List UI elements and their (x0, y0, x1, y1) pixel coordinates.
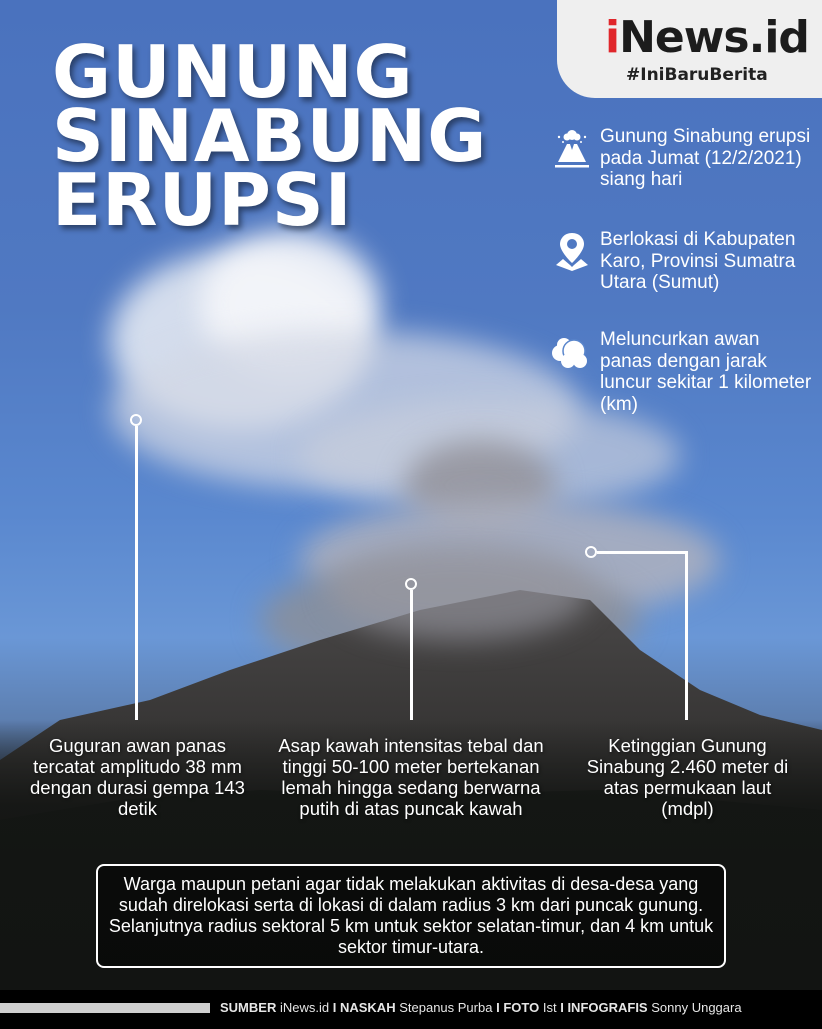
credit-value-writer: Stepanus Purba (399, 1000, 493, 1015)
footer-bar-decoration (0, 1003, 210, 1013)
fact-item-date: Gunung Sinabung erupsi pada Jumat (12/2/… (550, 126, 815, 191)
credit-value-photo: Ist (542, 1000, 557, 1015)
credits-line: SUMBER iNews.id I NASKAH Stepanus Purba … (220, 1000, 742, 1015)
fact-item-location: Berlokasi di Kabupaten Karo, Provinsi Su… (550, 229, 815, 294)
credit-separator: I (560, 1000, 564, 1015)
fact-text: Gunung Sinabung erupsi pada Jumat (12/2/… (600, 126, 811, 190)
fact-item-hot-cloud: Meluncurkan awan panas dengan jarak lunc… (550, 329, 815, 415)
credit-value-source: iNews.id (279, 1000, 330, 1015)
warning-notice-box: Warga maupun petani agar tidak melakukan… (96, 864, 726, 968)
callout-crater-smoke: Asap kawah intensitas tebal dan tinggi 5… (278, 735, 544, 819)
credit-separator: I (332, 1000, 337, 1015)
brand-card (557, 0, 822, 98)
title-line-2: SINABUNG (52, 94, 488, 178)
title-line-3: ERUPSI (52, 158, 353, 242)
warning-notice-text: Warga maupun petani agar tidak melakukan… (108, 874, 714, 957)
title-line-1: GUNUNG (52, 30, 414, 114)
brand-logo: iNews.id (605, 12, 810, 63)
credit-label-graphics: INFOGRAFIS (567, 1000, 648, 1015)
credit-label-writer: NASKAH (339, 1000, 396, 1015)
logo-name: News.id (619, 12, 810, 63)
volcano-icon (555, 130, 589, 168)
location-pin-icon (556, 233, 588, 271)
fact-text: Meluncurkan awan panas dengan jarak lunc… (600, 329, 812, 415)
cloud-icon (552, 338, 587, 368)
brand-tagline: #IniBaruBerita (626, 65, 768, 85)
page-title: GUNUNG SINABUNG ERUPSI (52, 30, 488, 242)
callout-avalanche: Guguran awan panas tercatat amplitudo 38… (30, 735, 245, 819)
fact-text: Berlokasi di Kabupaten Karo, Provinsi Su… (600, 229, 796, 293)
callout-elevation: Ketinggian Gunung Sinabung 2.460 meter d… (586, 735, 789, 819)
logo-i: i (605, 12, 620, 63)
credit-value-graphics: Sonny Unggara (651, 1000, 742, 1015)
credit-label-photo: FOTO (503, 1000, 540, 1015)
credit-separator: I (496, 1000, 500, 1015)
credit-label-source: SUMBER (220, 1000, 277, 1015)
credits-footer: SUMBER iNews.id I NASKAH Stepanus Purba … (0, 990, 822, 1029)
